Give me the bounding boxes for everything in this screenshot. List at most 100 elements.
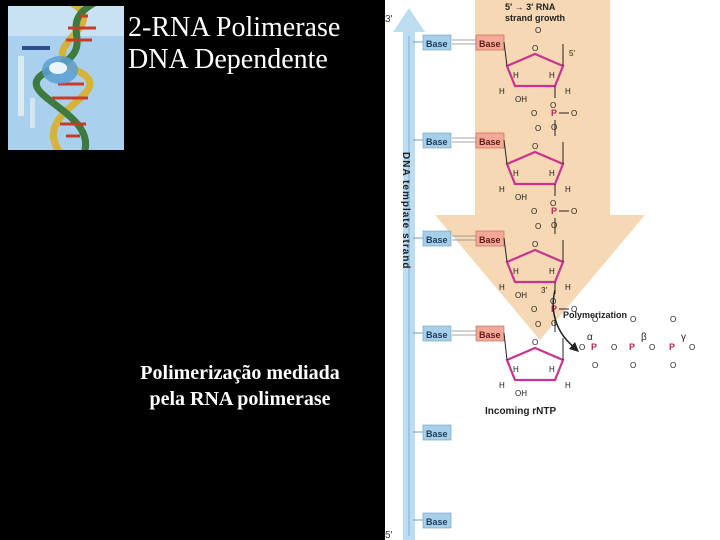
rna-base-label: Base <box>479 235 501 245</box>
hydrogen-label: H <box>499 87 505 96</box>
polymerization-label: Polymerization <box>563 310 627 320</box>
hydrogen-label: H <box>565 87 571 96</box>
hydrogen-label: H <box>513 267 519 276</box>
ester-oxygen: O <box>535 124 541 133</box>
template-base-label: Base <box>426 429 448 439</box>
phosphate-oxygen: O <box>571 305 577 314</box>
ribose-ring <box>505 346 565 382</box>
ribose-ring <box>505 52 565 88</box>
label-3prime-top: 3′ <box>385 14 393 25</box>
hydrogen-label: H <box>549 267 555 276</box>
template-base-label: Base <box>426 39 448 49</box>
hydroxyl-label: OH <box>515 193 527 202</box>
growth-label-line2: strand growth <box>505 13 565 23</box>
caption-line-2: pela RNA polimerase <box>149 388 331 410</box>
phosphorus-label: P <box>669 342 675 352</box>
phosphate-oxygen: O <box>670 361 676 370</box>
glycosidic-bond <box>503 139 508 165</box>
ester-oxygen: O <box>535 320 541 329</box>
hydrogen-label: H <box>565 283 571 292</box>
ring-oxygen: O <box>532 338 538 347</box>
phosphate-oxygen: O <box>611 343 617 352</box>
ribose-ring <box>505 150 565 186</box>
ribose-ring <box>505 248 565 284</box>
phosphate-oxygen: O <box>579 343 585 352</box>
phosphate-oxygen: O <box>592 315 598 324</box>
phosphate-oxygen: O <box>531 109 537 118</box>
hydrogen-label: H <box>499 185 505 194</box>
phosphate-oxygen: O <box>531 305 537 314</box>
phosphorus-label: P <box>551 108 557 118</box>
ring-oxygen: O <box>532 142 538 151</box>
incoming-rntp-label: Incoming rNTP <box>485 406 556 417</box>
growth-arrow <box>435 0 645 340</box>
ring-oxygen: O <box>532 44 538 53</box>
slide-title: 2-RNA Polimerase DNA Dependente <box>128 12 340 76</box>
ester-oxygen: O <box>535 26 541 35</box>
five-prime-label: 5′ <box>569 49 575 58</box>
phosphate-oxygen: O <box>630 361 636 370</box>
phosphate-oxygen: O <box>592 361 598 370</box>
hydrogen-label: H <box>549 365 555 374</box>
phosphate-oxygen: O <box>550 101 556 110</box>
title-line-1: 2-RNA Polimerase <box>128 12 341 43</box>
phosphate-oxygen: O <box>531 207 537 216</box>
phosphate-oxygen: O <box>571 207 577 216</box>
template-base-label: Base <box>426 517 448 527</box>
phosphate-oxygen: O <box>689 343 695 352</box>
hydrogen-label: H <box>549 169 555 178</box>
title-line-2: DNA Dependente <box>128 44 328 75</box>
polymerization-arrowhead <box>569 342 579 352</box>
phosphate-oxygen: O <box>630 315 636 324</box>
hydrogen-label: H <box>565 381 571 390</box>
caption-line-1: Polimerização mediada <box>140 362 340 384</box>
rna-polymerization-diagram: 3′ 5′ DNA template strand 5′ → 3′ RNA st… <box>385 0 720 540</box>
hydrogen-label: H <box>565 185 571 194</box>
rna-base-label: Base <box>479 137 501 147</box>
template-base-label: Base <box>426 137 448 147</box>
beta-label: β <box>641 332 647 343</box>
template-base-label: Base <box>426 330 448 340</box>
phosphate-oxygen: O <box>670 315 676 324</box>
hydrogen-label: H <box>499 381 505 390</box>
growth-label-line1: 5′ → 3′ RNA <box>505 2 556 12</box>
phosphorus-label: P <box>551 206 557 216</box>
ester-oxygen: O <box>535 222 541 231</box>
phosphate-oxygen: O <box>551 123 557 132</box>
hydrogen-label: H <box>513 365 519 374</box>
alpha-label: α <box>587 332 593 343</box>
label-5prime-bottom: 5′ <box>385 530 393 540</box>
template-strand-label: DNA template strand <box>400 152 411 270</box>
hydrogen-label: H <box>549 71 555 80</box>
dna-helix-illustration <box>8 6 124 150</box>
phosphorus-label: P <box>629 342 635 352</box>
dna-helix-image <box>8 6 124 150</box>
phosphorus-label: P <box>591 342 597 352</box>
phosphate-oxygen: O <box>649 343 655 352</box>
phosphate-oxygen: O <box>551 319 557 328</box>
hydroxyl-label: OH <box>515 291 527 300</box>
glycosidic-bond <box>503 332 508 361</box>
three-prime-label: 3′ <box>541 286 547 295</box>
phosphate-oxygen: O <box>551 221 557 230</box>
polymerization-arrow <box>552 289 576 349</box>
ring-oxygen: O <box>532 240 538 249</box>
rna-base-label: Base <box>479 330 501 340</box>
hydrogen-label: H <box>513 71 519 80</box>
figure-caption: Polimerização mediada pela RNA polimeras… <box>110 360 370 412</box>
phosphate-oxygen: O <box>571 109 577 118</box>
hydrogen-label: H <box>513 169 519 178</box>
rna-base-label: Base <box>479 39 501 49</box>
hydroxyl-label: OH <box>515 389 527 398</box>
hydroxyl-label: OH <box>515 95 527 104</box>
hydrogen-label: H <box>499 283 505 292</box>
glycosidic-bond <box>503 237 508 263</box>
phosphate-oxygen: O <box>550 199 556 208</box>
glycosidic-bond <box>503 41 508 67</box>
